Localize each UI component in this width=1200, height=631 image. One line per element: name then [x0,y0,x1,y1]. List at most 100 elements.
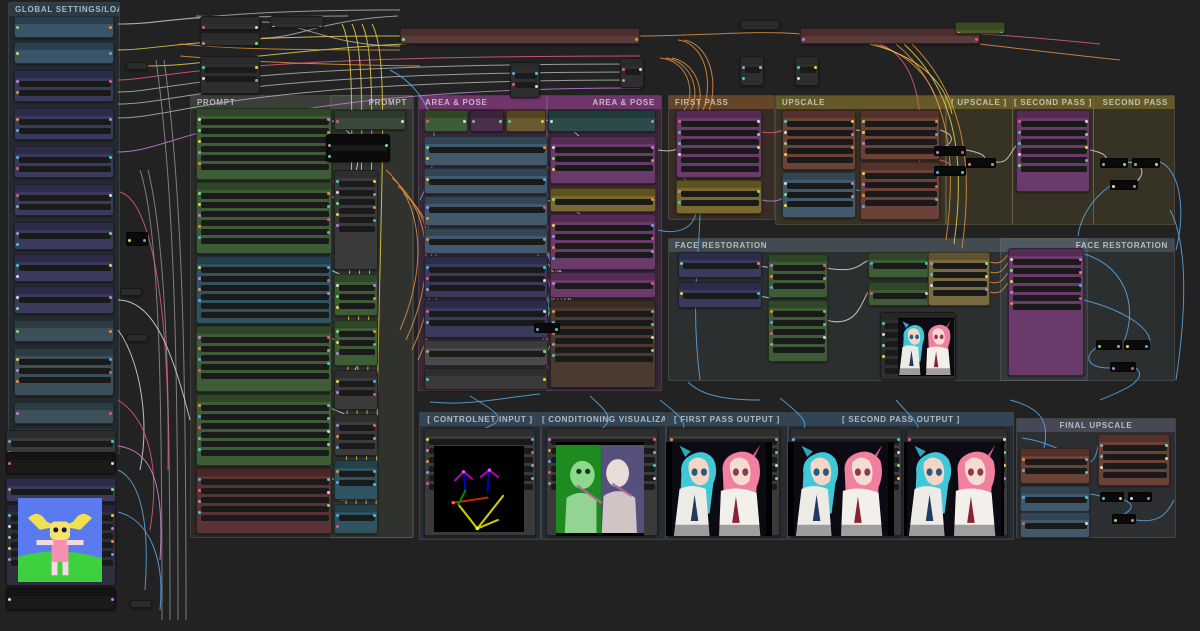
node-output-slot[interactable] [1147,496,1150,500]
node-widget-row[interactable] [787,148,853,154]
node-title-bar[interactable] [197,327,331,334]
node-widget-row[interactable] [19,377,111,383]
node-widget-row[interactable] [555,320,653,326]
node-input-slot[interactable] [552,198,555,201]
node-output-slot[interactable] [1123,162,1126,166]
node-widget-row[interactable] [555,356,653,362]
node-widget-row[interactable] [555,147,653,153]
node-input-slot[interactable] [930,262,933,265]
node-title-bar[interactable] [1009,249,1083,256]
gligen-node-3[interactable] [424,340,548,366]
node-widget-row[interactable] [19,233,111,239]
node-input-slot[interactable] [862,142,865,145]
node-input-slot[interactable] [622,79,625,82]
node-widget-row[interactable] [873,263,927,269]
node-widget-row[interactable] [773,311,825,317]
node-output-slot[interactable] [1085,458,1088,461]
node-widget-row[interactable] [773,329,825,335]
node-output-slot[interactable] [1085,133,1088,136]
node-input-slot[interactable] [16,296,19,299]
node-title-bar[interactable] [783,173,855,180]
node-widget-row[interactable] [555,156,653,162]
node-output-slot[interactable] [1133,184,1136,188]
node-input-slot[interactable] [552,257,555,260]
node-input-slot[interactable] [336,352,339,355]
lora-loader-node-1[interactable] [14,70,114,102]
node-input-slot[interactable] [426,321,429,324]
reroute-top-4[interactable] [126,334,148,342]
node-input-slot[interactable] [1102,162,1105,166]
node-widget-row[interactable] [1025,468,1087,474]
node-widget-row[interactable] [201,285,329,291]
node-title-bar[interactable] [15,287,113,294]
node-input-slot[interactable] [1018,164,1021,167]
node-widget-row[interactable] [1021,166,1087,172]
node-output-slot[interactable] [327,430,330,433]
node-title-bar[interactable] [335,171,377,178]
clip-text-encode-positive-3[interactable] [196,326,332,392]
node-output-slot[interactable] [1085,120,1088,123]
node-input-slot[interactable] [882,322,885,325]
node-widget-row[interactable] [201,515,329,521]
node-widget-row[interactable] [339,434,375,440]
node-widget-row[interactable] [201,373,329,379]
node-output-slot[interactable] [373,193,376,196]
node-input-slot[interactable] [1022,496,1025,499]
node-output-slot[interactable] [327,362,330,365]
node-output-slot[interactable] [651,120,654,123]
node-output-slot[interactable] [327,478,330,481]
node-widget-row[interactable] [555,329,653,335]
node-widget-row[interactable] [773,283,825,289]
node-widget-row[interactable] [683,293,759,299]
node-title-bar[interactable] [1099,435,1169,442]
node-input-slot[interactable] [1102,496,1105,500]
node-widget-row[interactable] [339,217,375,223]
node-output-slot[interactable] [373,393,376,396]
node-output-slot[interactable] [373,343,376,346]
node-output-slot[interactable] [327,192,330,195]
node-widget-row[interactable] [555,252,653,258]
node-input-slot[interactable] [770,275,773,278]
node-output-slot[interactable] [651,336,654,339]
node-output-slot[interactable] [109,52,112,55]
node-output-slot[interactable] [635,38,638,41]
node-output-slot[interactable] [109,330,112,333]
node-input-slot[interactable] [797,66,800,69]
node-input-slot[interactable] [8,462,11,465]
node-input-slot[interactable] [202,77,205,80]
node-input-slot[interactable] [16,412,19,415]
node-output-slot[interactable] [327,131,330,134]
cond-area-2[interactable] [424,168,548,194]
vae-decode-upscale[interactable] [782,110,856,170]
node-widget-row[interactable] [339,331,375,337]
reroute-top-1[interactable] [126,62,148,70]
node-widget-row[interactable] [339,340,375,346]
node-input-slot[interactable] [1010,269,1013,272]
node-output-slot[interactable] [109,296,112,299]
node-title-bar[interactable] [511,63,539,70]
node-title-bar[interactable] [679,283,761,290]
node-widget-row[interactable] [201,229,329,235]
node-output-slot[interactable] [1003,477,1006,480]
node-input-slot[interactable] [784,131,787,134]
node-output-slot[interactable] [823,310,826,313]
clip-text-encode-positive-1[interactable] [196,108,332,180]
node-output-slot[interactable] [327,404,330,407]
node-widget-row[interactable] [201,164,329,170]
node-input-slot[interactable] [680,292,683,295]
latent-nodes-stack[interactable] [550,300,656,388]
node-output-slot[interactable] [985,262,988,265]
node-widget-row[interactable] [681,200,759,206]
node-output-slot[interactable] [255,42,258,45]
node-input-slot[interactable] [426,157,429,160]
lora-loader-node-4[interactable] [14,184,114,216]
node-widget-row[interactable] [555,199,653,205]
node-input-slot[interactable] [1114,518,1117,522]
node-output-slot[interactable] [757,292,760,295]
node-output-slot[interactable] [1131,518,1134,522]
node-input-slot[interactable] [936,170,939,174]
node-widget-row[interactable] [787,192,853,198]
node-output-slot[interactable] [543,310,546,313]
conditioning-combine-b[interactable] [334,320,378,366]
node-output-slot[interactable] [531,477,534,480]
